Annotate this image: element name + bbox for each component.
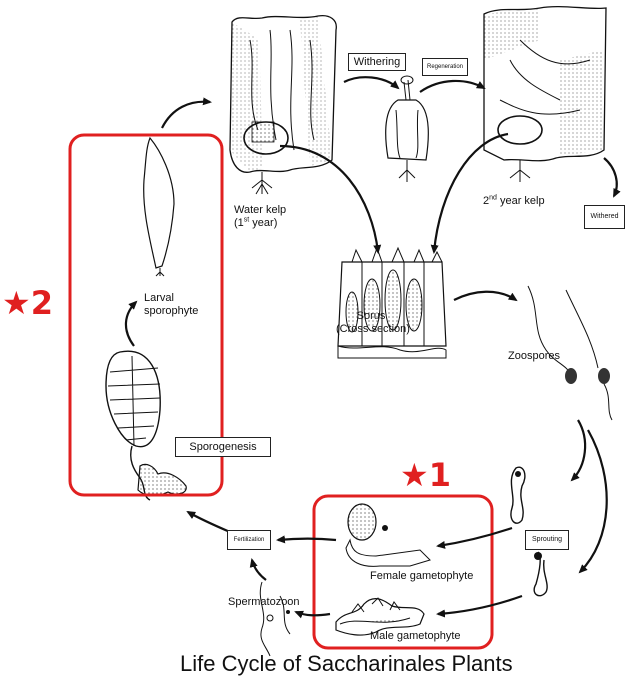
sprouting-box: Sprouting — [525, 530, 569, 550]
arrow-withering — [344, 77, 398, 88]
arrow-zoospores-to-sprout — [572, 420, 585, 480]
arrow-sorus-to-zoospores — [454, 292, 516, 300]
arrow-regeneration — [420, 81, 484, 92]
arrow-second-year-withered — [604, 158, 617, 196]
spermatozoon-illustration — [260, 582, 290, 656]
arrow-sporogenesis-to-larval — [126, 302, 136, 346]
female-gametophyte-label: Female gametophyte — [370, 570, 473, 583]
sporogenesis-box: Sporogenesis — [175, 437, 271, 457]
fertilization-box: Fertilization — [227, 530, 271, 550]
larval-sporophyte-label: Larval sporophyte — [144, 292, 198, 318]
arrow-sprout-to-male — [438, 596, 522, 614]
larval-sporophyte-illustration — [144, 138, 174, 276]
sporogenesis-illustration — [106, 351, 186, 500]
arrow-sprout-to-female — [438, 528, 512, 546]
water-kelp-label: Water kelp (1st year) — [234, 204, 286, 230]
spermatozoon-label: Spermatozoon — [228, 596, 300, 609]
star-marker-2: ★2 — [2, 286, 53, 320]
second-year-kelp-illustration — [484, 7, 606, 182]
arrow-fertilization-to-sporophyte — [188, 512, 230, 532]
withered-box: Withered — [584, 205, 625, 229]
arrow-larval-to-kelp — [162, 102, 210, 128]
sorus-label: Sorus (Cross section) — [336, 310, 406, 336]
female-gametophyte-illustration — [346, 504, 430, 566]
arrow-female-to-fertilization — [278, 539, 336, 541]
star-marker-1: ★1 — [400, 458, 451, 492]
withering-box: Withering — [348, 53, 406, 71]
zoospores-label: Zoospores — [508, 350, 560, 363]
male-gametophyte-label: Male gametophyte — [370, 630, 461, 643]
second-year-kelp-label: 2nd year kelp — [483, 195, 545, 208]
regeneration-box: Regeneration — [422, 58, 468, 76]
arrow-spermatozoon-to-fertilization — [252, 560, 266, 580]
diagram-title: Life Cycle of Saccharinales Plants — [180, 651, 513, 677]
water-kelp-illustration — [230, 16, 336, 194]
sorus-cross-section-illustration — [338, 248, 446, 358]
